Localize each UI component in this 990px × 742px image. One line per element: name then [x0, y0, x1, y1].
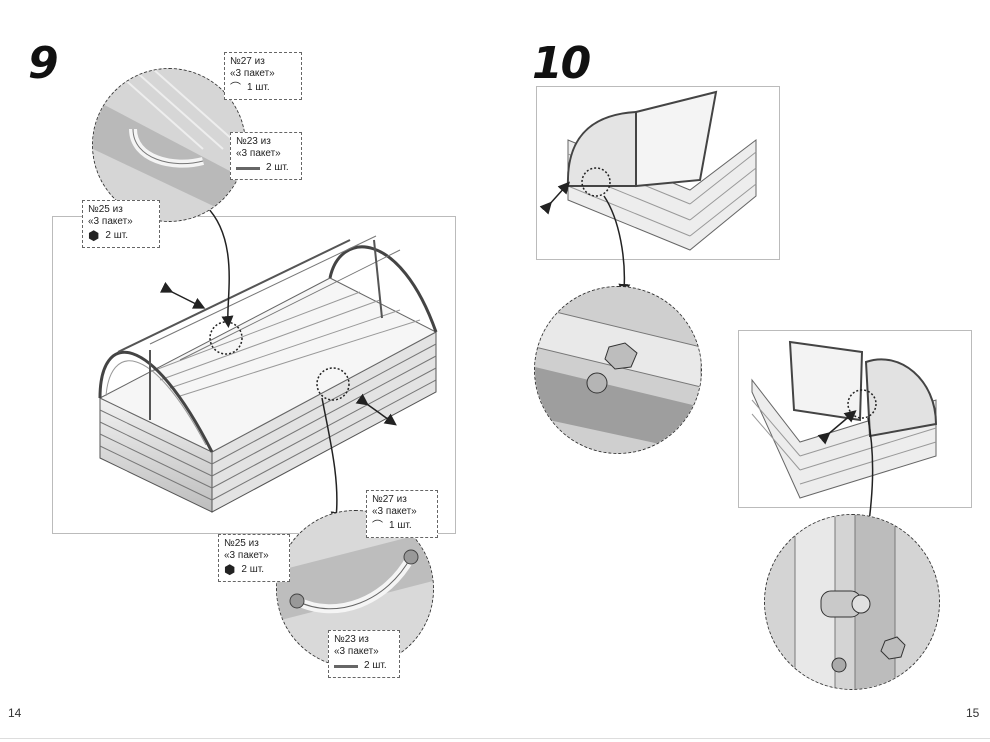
part-number: №27 из: [230, 56, 265, 67]
parts-callout-handle-bottom: №27 из «3 пакет» ⌒ 1 шт.: [366, 490, 438, 538]
part-number: №25 из: [88, 204, 123, 215]
part-quantity: 1 шт.: [247, 82, 270, 93]
nut-icon: ⬢: [224, 562, 236, 577]
step10-lid-side-drawing: [751, 340, 938, 536]
part-pack: «3 пакет»: [334, 646, 379, 657]
part-quantity: 2 шт.: [266, 162, 289, 173]
part-pack: «3 пакет»: [372, 506, 417, 517]
part-number: №23 из: [334, 634, 369, 645]
handle-icon: ⌒: [372, 520, 383, 532]
parts-callout-screw-bottom: №23 из «3 пакет» 2 шт.: [328, 630, 400, 678]
part-pack: «3 пакет»: [88, 216, 133, 227]
garden-bed-greenhouse-drawing: [98, 205, 438, 524]
part-number: №23 из: [236, 136, 271, 147]
page-divider: [0, 738, 990, 739]
part-pack: «3 пакет»: [224, 550, 269, 561]
part-quantity: 2 шт.: [241, 564, 264, 575]
parts-callout-nut-left: №25 из «3 пакет» ⬢ 2 шт.: [82, 200, 160, 248]
part-number: №25 из: [224, 538, 259, 549]
page-number-right: 15: [966, 706, 980, 720]
part-pack: «3 пакет»: [230, 68, 275, 79]
detail-circle-bolt-top: [534, 286, 702, 454]
part-number: №27 из: [372, 494, 407, 505]
parts-callout-nut-bottom: №25 из «3 пакет» ⬢ 2 шт.: [218, 534, 290, 582]
detail-circle-handle-top: [92, 68, 246, 222]
step-number-9: 9: [28, 38, 59, 89]
part-quantity: 1 шт.: [389, 520, 412, 531]
part-quantity: 2 шт.: [105, 230, 128, 241]
nut-icon: ⬢: [88, 228, 100, 243]
part-quantity: 2 шт.: [364, 660, 387, 671]
detail-circle-bolt-bottom: [764, 514, 940, 690]
screw-icon: [334, 664, 358, 668]
step10-open-lid-drawing: [539, 90, 757, 296]
step-number-10: 10: [532, 38, 591, 89]
handle-icon: ⌒: [230, 82, 241, 94]
parts-callout-screw-top: №23 из «3 пакет» 2 шт.: [230, 132, 302, 180]
screw-icon: [236, 166, 260, 170]
page-number-left: 14: [8, 706, 22, 720]
part-pack: «3 пакет»: [236, 148, 281, 159]
parts-callout-handle-top: №27 из «3 пакет» ⌒ 1 шт.: [224, 52, 302, 100]
